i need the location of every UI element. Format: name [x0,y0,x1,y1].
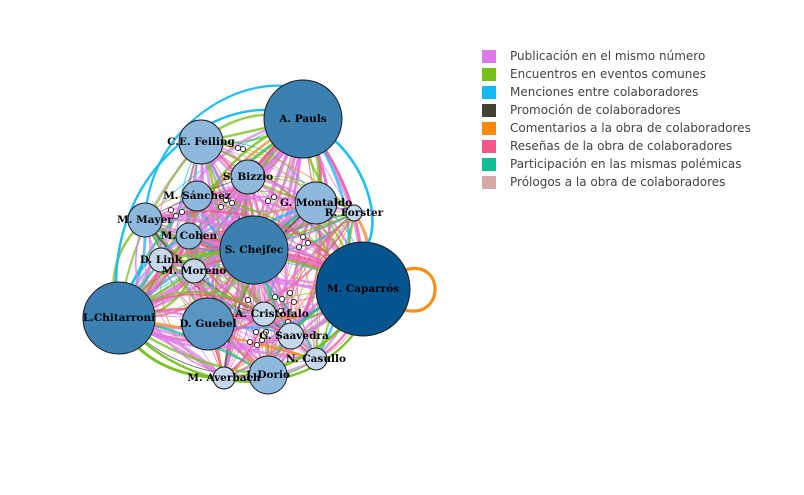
minor-node[interactable] [239,145,247,153]
node-label-feiling: C.E. Feiling [167,136,235,148]
minor-node[interactable] [299,233,307,241]
legend-item-polemicas[interactable]: Participación en las mismas polémicas [482,155,751,173]
node-link[interactable] [148,247,174,273]
node-label-guebel: D. Guebel [179,318,236,330]
legend-swatch [482,157,496,171]
legend-item-promocion[interactable]: Promoción de colaboradores [482,101,751,119]
node-casullo[interactable] [304,347,328,371]
edge [144,190,317,221]
node-saavedra[interactable] [277,322,305,350]
legend-item-menciones[interactable]: Menciones entre colaboradores [482,83,751,101]
node-label-casullo: N. Casullo [286,353,346,365]
node-label-moreno: M. Moreno [162,265,226,277]
minor-node[interactable] [246,338,254,346]
minor-node[interactable] [172,212,180,220]
node-mayer[interactable] [127,202,163,238]
minor-node[interactable] [277,307,285,315]
node-sanchez[interactable] [181,180,213,212]
node-label-cristofalo: A. Cristófalo [234,308,308,320]
node-moreno[interactable] [181,258,207,284]
node-pauls[interactable] [263,79,343,159]
minor-node[interactable] [264,197,272,205]
legend-label: Reseñas de la obra de colaboradores [510,139,733,153]
node-label-chitarroni: L.Chitarroni [83,312,155,324]
legend-swatch [482,175,496,189]
minor-node[interactable] [222,196,230,204]
minor-node[interactable] [262,328,270,336]
minor-node[interactable] [244,296,252,304]
node-forster[interactable] [345,204,363,222]
minor-node[interactable] [228,199,236,207]
legend-label: Comentarios a la obra de colaboradores [510,121,751,135]
legend-label: Prólogos a la obra de colaboradores [510,175,726,189]
node-chitarroni[interactable] [82,281,156,355]
node-label-chejfec: S. Chejfec [225,244,284,256]
minor-node[interactable] [271,293,279,301]
minor-node[interactable] [304,239,312,247]
minor-node[interactable] [286,289,294,297]
legend-item-encuentros[interactable]: Encuentros en eventos comunes [482,65,751,83]
legend-label: Encuentros en eventos comunes [510,67,707,81]
node-chejfec[interactable] [219,215,289,285]
node-label-averbach: M. Averbach [187,372,261,384]
legend-swatch [482,67,496,81]
node-caparros[interactable] [315,241,411,337]
node-cohen[interactable] [175,222,203,250]
edge [143,84,304,221]
minor-node[interactable] [234,144,242,152]
node-montaldo[interactable] [294,181,338,225]
node-dorio[interactable] [248,355,288,395]
minor-node[interactable] [270,193,278,201]
legend: Publicación en el mismo número Encuentro… [482,47,751,191]
minor-node[interactable] [217,203,225,211]
legend-swatch [482,103,496,117]
node-label-bizzio: S. Bizzio [223,171,273,183]
node-averbach[interactable] [212,366,236,390]
edge [404,266,437,313]
node-bizzio[interactable] [230,159,266,195]
legend-label: Menciones entre colaboradores [510,85,699,99]
node-label-forster: R. Forster [325,207,384,219]
minor-node[interactable] [252,328,260,336]
legend-swatch [482,49,496,63]
node-layer [82,79,411,395]
node-label-link: D. Link [140,254,183,266]
node-label-caparros: M. Caparrós [327,283,399,295]
node-label-dorio: J. Dorio [245,369,290,381]
minor-node[interactable] [278,295,286,303]
node-label-sanchez: M. Sánchez [163,190,231,202]
node-label-pauls: A. Pauls [278,113,326,125]
legend-item-prologos[interactable]: Prólogos a la obra de colaboradores [482,173,751,191]
minor-node[interactable] [290,298,298,306]
legend-item-resenas[interactable]: Reseñas de la obra de colaboradores [482,137,751,155]
legend-swatch [482,85,496,99]
legend-label: Participación en las mismas polémicas [510,157,742,171]
legend-item-publicacion[interactable]: Publicación en el mismo número [482,47,751,65]
node-guebel[interactable] [181,297,235,351]
node-label-mayer: M. Mayer [117,214,173,226]
legend-label: Promoción de colaboradores [510,103,681,117]
legend-swatch [482,121,496,135]
legend-label: Publicación en el mismo número [510,49,706,63]
node-feiling[interactable] [178,119,224,165]
minor-node[interactable] [178,208,186,216]
minor-node[interactable] [258,336,266,344]
node-label-saavedra: G. Saavedra [259,330,329,342]
minor-node[interactable] [253,341,261,349]
node-cristofalo[interactable] [251,301,277,327]
minor-node[interactable] [167,206,175,214]
legend-item-comentarios[interactable]: Comentarios a la obra de colaboradores [482,119,751,137]
node-label-cohen: M. Cohen [161,230,218,242]
small-node-layer [167,144,312,349]
legend-swatch [482,139,496,153]
node-label-montaldo: G. Montaldo [280,197,352,209]
minor-node[interactable] [295,243,303,251]
